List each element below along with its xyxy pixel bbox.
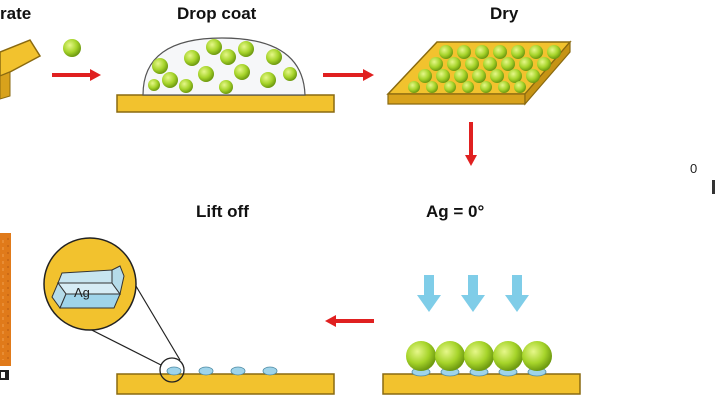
zoom-inset: [43, 237, 137, 331]
nanosphere-icon: [63, 39, 81, 57]
dry-panel: [386, 40, 572, 106]
ag-crystal-icon: [51, 265, 125, 310]
label-drop-coat: Drop coat: [177, 4, 257, 23]
dispersed-spheres: [148, 39, 297, 94]
arrow-down: [465, 122, 477, 166]
arrow-left: [325, 315, 374, 327]
arrow-right-2: [323, 69, 374, 81]
stray-edge-char: 0: [690, 161, 698, 176]
orange-side-panel: [0, 233, 11, 380]
lift-off-panel: [43, 237, 335, 395]
arrow-right-1: [52, 69, 101, 81]
inset-ag-label: Ag: [74, 285, 90, 300]
label-dry: Dry: [490, 4, 519, 23]
deposition-panel: [382, 275, 581, 395]
sphere-monolayer: [408, 45, 561, 93]
label-lift-off: Lift off: [196, 202, 249, 221]
blue-deposition-arrows: [417, 275, 529, 312]
edge-mark: [712, 180, 715, 194]
label-ag-deposition: Ag = 0°: [426, 202, 485, 221]
drop-coat-panel: [116, 37, 335, 113]
ag-nanoparticles: [166, 366, 278, 376]
substrate-panel: [0, 39, 42, 100]
label-substrate: rate: [0, 4, 32, 23]
large-spheres: [406, 341, 552, 371]
zoom-circle-small: [159, 357, 185, 383]
